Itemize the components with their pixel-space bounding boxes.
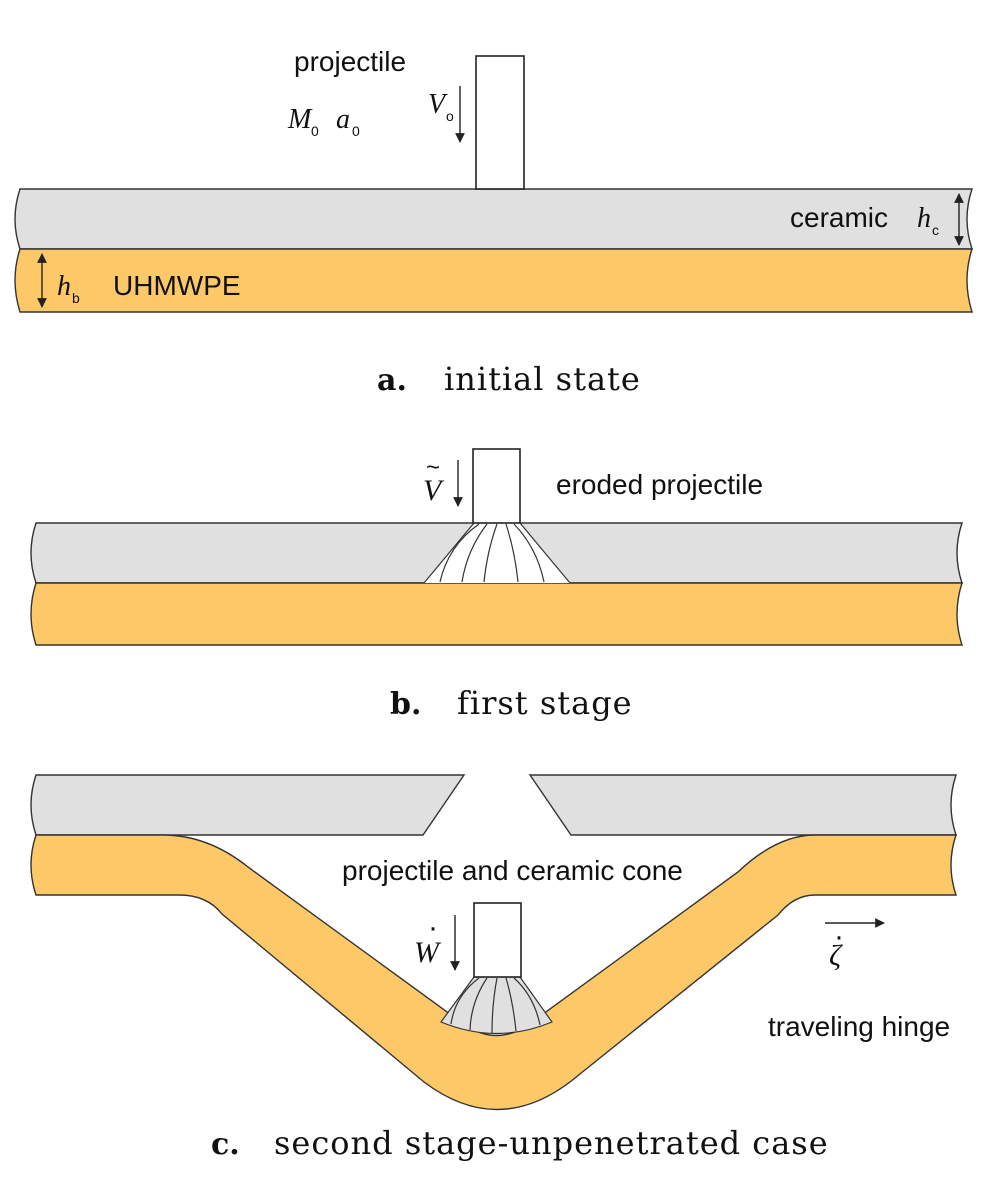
uhmwpe-layer-a (14, 248, 973, 313)
caption-a-letter: a. (377, 363, 407, 398)
crack-line-c3 (491, 977, 498, 1034)
mass-subscript: 0 (311, 123, 319, 139)
crack-line-b1 (439, 523, 480, 583)
uhmwpe-layer-b (30, 582, 963, 646)
uhmwpe-label: UHMWPE (113, 270, 241, 301)
projectile-a (475, 55, 525, 190)
eroded-projectile-b (472, 448, 521, 524)
caption-b-letter: b. (390, 687, 421, 722)
velocity-accent-b: ~ (426, 454, 440, 481)
caption-b-text: first stage (457, 684, 633, 722)
accel-symbol: a (336, 104, 350, 135)
ceramic-layer-c-right (528, 774, 957, 836)
panel-a-initial-state: projectile M 0 a 0 V o ceramic h c h b U… (14, 46, 973, 398)
hinge-accent: · (834, 920, 844, 953)
accel-subscript: 0 (352, 123, 360, 139)
projectile-c (473, 902, 522, 978)
crack-line-c2 (469, 977, 488, 1031)
crack-line-c4 (505, 977, 517, 1032)
ceramic-thickness-subscript: c (932, 222, 939, 238)
caption-c-text: second stage-unpenetrated case (274, 1124, 829, 1162)
hinge-symbol: ζ (829, 939, 843, 972)
ceramic-cone-c (440, 976, 553, 1035)
velocity-accent-c: · (428, 911, 438, 944)
crack-line-b3 (483, 523, 498, 583)
backing-thickness-subscript: b (72, 290, 80, 306)
velocity-subscript-a: o (446, 108, 454, 124)
ceramic-cone-b (424, 523, 570, 583)
cone-edge-left-b (423, 522, 475, 584)
ceramic-label: ceramic (790, 202, 888, 233)
hinge-label: traveling hinge (768, 1011, 950, 1042)
crack-line-b5 (513, 523, 545, 583)
crack-line-b2 (461, 523, 488, 583)
crack-line-b4 (505, 523, 519, 583)
cone-label: projectile and ceramic cone (342, 855, 683, 886)
ceramic-thickness-symbol: h (917, 203, 931, 234)
velocity-symbol-c: W (414, 936, 442, 969)
ceramic-layer-c-left (30, 774, 466, 836)
crack-line-c1 (450, 977, 480, 1025)
velocity-symbol-b: V (423, 474, 445, 507)
panel-b-first-stage: ~ V eroded projectile b. first stage (30, 448, 963, 722)
crack-line-c5 (513, 977, 541, 1026)
cone-edge-right-b (519, 522, 571, 584)
eroded-projectile-label: eroded projectile (556, 469, 763, 500)
caption-c-letter: c. (211, 1127, 240, 1162)
backing-thickness-symbol: h (57, 271, 71, 302)
caption-a-text: initial state (444, 360, 641, 398)
panel-c-second-stage: projectile and ceramic cone · W · ζ trav… (30, 774, 957, 1162)
mass-symbol: M (287, 104, 313, 135)
velocity-symbol-a: V (428, 89, 448, 120)
projectile-label: projectile (294, 46, 406, 77)
